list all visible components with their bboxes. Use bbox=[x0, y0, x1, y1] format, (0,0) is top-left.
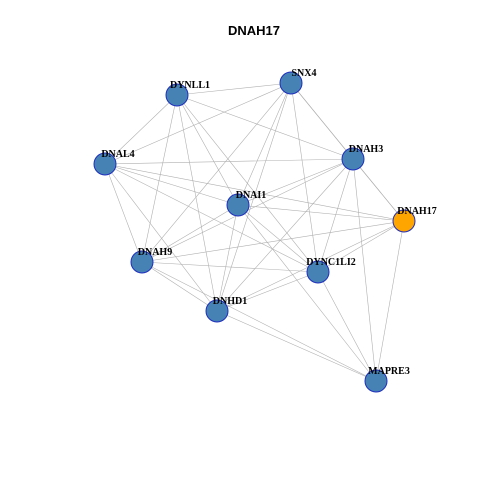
node-dynll1[interactable] bbox=[165, 83, 189, 107]
edge-dnah9-dync1li2 bbox=[141, 261, 319, 273]
node-layer bbox=[93, 71, 416, 393]
edge-dynll1-snx4 bbox=[176, 82, 292, 96]
edge-dnai1-dnhd1 bbox=[216, 204, 239, 312]
edge-snx4-dnah9 bbox=[141, 82, 292, 263]
edge-dnah3-mapre3 bbox=[352, 158, 377, 382]
edge-dynll1-dnah3 bbox=[176, 94, 354, 160]
edge-dynll1-dnai1 bbox=[176, 94, 239, 206]
edge-dnah3-dnhd1 bbox=[216, 158, 354, 312]
node-dnah17[interactable] bbox=[392, 209, 416, 233]
edge-dnah9-mapre3 bbox=[141, 261, 377, 382]
edge-snx4-dnai1 bbox=[237, 82, 292, 206]
edge-snx4-dync1li2 bbox=[290, 82, 319, 273]
node-snx4[interactable] bbox=[279, 71, 303, 95]
edge-dynll1-dnhd1 bbox=[176, 94, 218, 312]
graph-title: DNAH17 bbox=[228, 23, 280, 38]
edge-dnah3-dync1li2 bbox=[317, 158, 354, 273]
edge-dnai1-dnah9 bbox=[141, 204, 239, 263]
edge-dnai1-dnah17 bbox=[237, 204, 405, 222]
edge-dnai1-mapre3 bbox=[237, 204, 377, 382]
node-mapre3[interactable] bbox=[364, 369, 388, 393]
edge-snx4-dnal4 bbox=[104, 82, 292, 165]
edge-dynll1-dnal4 bbox=[104, 94, 178, 165]
node-label-mapre3: MAPRE3 bbox=[368, 366, 410, 377]
edge-dnal4-dnah3 bbox=[104, 158, 354, 165]
edge-dnai1-dync1li2 bbox=[237, 204, 319, 273]
edge-dnah17-mapre3 bbox=[375, 220, 405, 382]
node-dnah9[interactable] bbox=[130, 250, 154, 274]
edge-dnal4-dnah17 bbox=[104, 163, 405, 222]
node-dync1li2[interactable] bbox=[306, 260, 330, 284]
edge-dnah17-dync1li2 bbox=[317, 220, 405, 273]
edge-dnhd1-mapre3 bbox=[216, 310, 377, 382]
edge-dnah3-dnah17 bbox=[352, 158, 405, 222]
node-label-dnal4: DNAL4 bbox=[101, 149, 134, 160]
edge-dnal4-dnah9 bbox=[104, 163, 143, 263]
node-dnal4[interactable] bbox=[93, 152, 117, 176]
node-dnai1[interactable] bbox=[226, 193, 250, 217]
node-label-dnah3: DNAH3 bbox=[349, 144, 383, 155]
node-label-dnai1: DNAI1 bbox=[236, 190, 267, 201]
node-label-dync1li2: DYNC1LI2 bbox=[306, 257, 355, 268]
node-dnah3[interactable] bbox=[341, 147, 365, 171]
edge-dync1li2-mapre3 bbox=[317, 271, 377, 382]
node-label-dnah17: DNAH17 bbox=[397, 206, 436, 217]
node-label-dnhd1: DNHD1 bbox=[213, 296, 247, 307]
edge-dync1li2-dnhd1 bbox=[216, 271, 319, 312]
node-label-snx4: SNX4 bbox=[291, 68, 316, 79]
edge-dnah17-dnah9 bbox=[141, 220, 405, 263]
edge-dnal4-dnai1 bbox=[104, 163, 239, 206]
node-label-dnah9: DNAH9 bbox=[138, 247, 172, 258]
node-dnhd1[interactable] bbox=[205, 299, 229, 323]
edge-dynll1-dnah9 bbox=[141, 94, 178, 263]
node-label-dynll1: DYNLL1 bbox=[170, 80, 210, 91]
edge-dnah3-dnai1 bbox=[237, 158, 354, 206]
edge-dnal4-dnhd1 bbox=[104, 163, 218, 312]
edge-dnal4-dync1li2 bbox=[104, 163, 319, 273]
edge-dnah9-dnhd1 bbox=[141, 261, 218, 312]
edge-snx4-dnhd1 bbox=[216, 82, 292, 312]
